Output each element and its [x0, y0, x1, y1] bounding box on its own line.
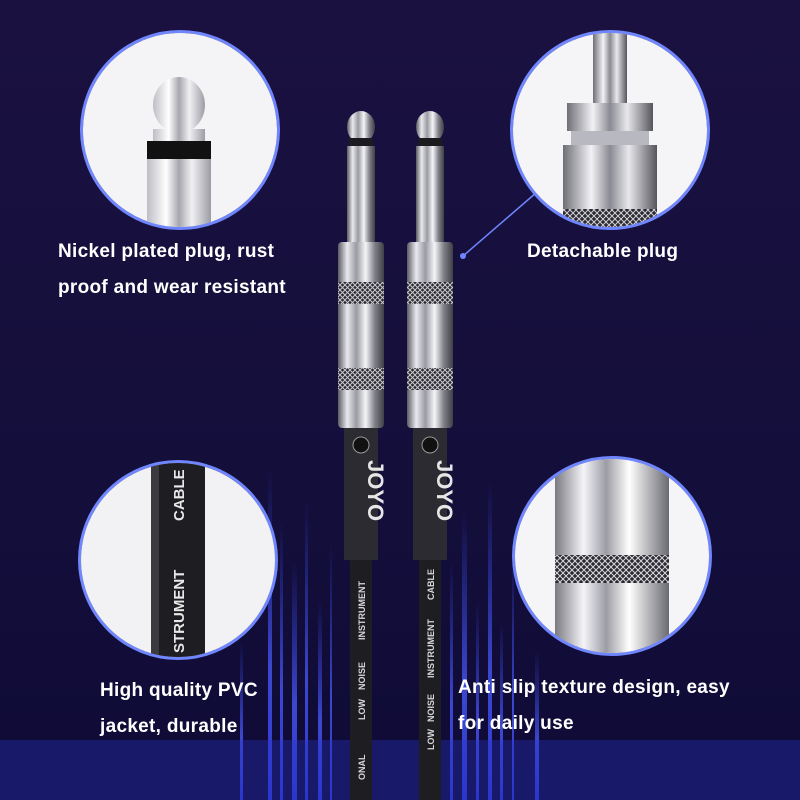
- closeup-label-instrument: STRUMENT: [171, 570, 188, 653]
- feature-nickel-line2: proof and wear resistant: [58, 277, 286, 298]
- feature-pvc-jacket: High quality PVC jacket, durable: [100, 673, 258, 745]
- closeup-plug-tip: [80, 30, 280, 230]
- closeup-anti-slip-texture: [512, 456, 712, 656]
- brand-right: JOYO: [432, 460, 457, 521]
- feature-anti-slip: Anti slip texture design, easy for daily…: [458, 670, 730, 742]
- pvc-jacket-illustration: CABLE STRUMENT: [81, 463, 275, 657]
- cable-print-instrument-left: INSTRUMENT: [357, 581, 367, 640]
- cable-print-instrument: INSTRUMENT: [426, 619, 436, 678]
- cable-print-onal: ONAL: [357, 754, 367, 780]
- feature-nickel-line1: Nickel plated plug, rust: [58, 241, 275, 262]
- cable-print-noise-left: NOISE: [357, 662, 367, 690]
- connector-line: [462, 191, 538, 257]
- closeup-detachable-plug: [510, 30, 710, 230]
- plug-right: [407, 111, 453, 800]
- connector-dot: [460, 253, 466, 259]
- feature-pvc-line1: High quality PVC: [100, 680, 258, 701]
- cable-print-cable: CABLE: [426, 569, 436, 600]
- feature-detachable-line1: Detachable plug: [527, 241, 679, 262]
- feature-detachable: Detachable plug: [527, 234, 678, 270]
- detachable-plug-illustration: [513, 33, 707, 227]
- closeup-label-cable: CABLE: [171, 469, 188, 521]
- light-streaks: [0, 470, 800, 800]
- feature-nickel-plated: Nickel plated plug, rust proof and wear …: [58, 234, 286, 306]
- cable-print-low-left: LOW: [357, 699, 367, 720]
- feature-anti-slip-line1: Anti slip texture design, easy: [458, 677, 730, 698]
- plug-tip-illustration: [83, 33, 277, 227]
- brand-left: JOYO: [363, 460, 388, 521]
- plug-left: [338, 111, 384, 800]
- closeup-pvc-jacket: CABLE STRUMENT: [78, 460, 278, 660]
- feature-pvc-line2: jacket, durable: [100, 716, 238, 737]
- feature-anti-slip-line2: for daily use: [458, 713, 574, 734]
- anti-slip-illustration: [515, 459, 709, 653]
- cable-print-noise: NOISE: [426, 694, 436, 722]
- cable-print-low: LOW: [426, 729, 436, 750]
